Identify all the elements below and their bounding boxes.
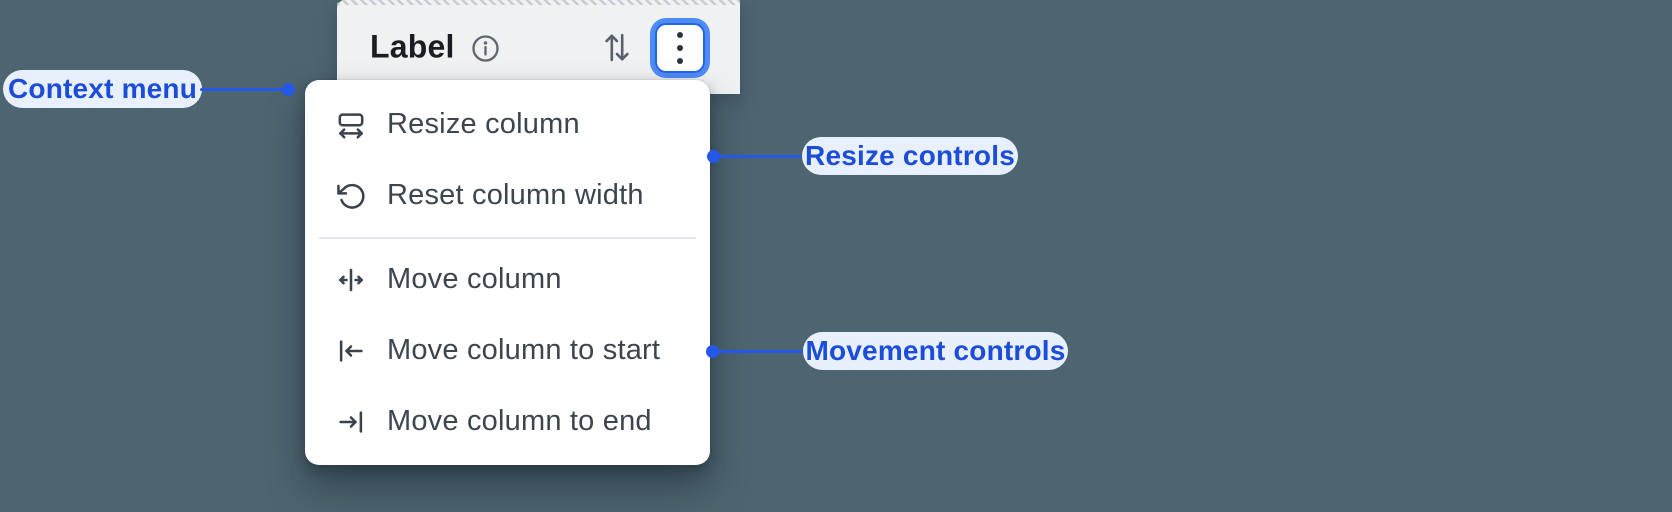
menu-item-label: Reset column width [387, 179, 644, 211]
annotation-line-movement-controls [711, 350, 805, 353]
more-options-button[interactable] [655, 23, 705, 73]
annotation-line-resize-controls [712, 155, 804, 158]
annotation-context-menu: Context menu [3, 70, 202, 108]
crop-hatch-pattern [337, 0, 740, 5]
menu-item-resize-column[interactable]: Resize column [305, 89, 710, 160]
info-icon[interactable] [470, 33, 501, 64]
menu-divider [319, 236, 696, 239]
annotation-dot-context-menu [282, 83, 295, 96]
menu-item-label: Move column [387, 263, 562, 295]
column-header-label: Label [370, 28, 455, 65]
reset-column-width-icon [335, 180, 367, 212]
move-column-to-start-icon [335, 335, 367, 367]
context-menu: Resize column Reset column width Move co… [305, 80, 710, 465]
annotation-line-context-menu [200, 88, 284, 91]
menu-item-label: Move column to start [387, 334, 661, 366]
menu-item-move-column[interactable]: Move column [305, 244, 710, 315]
move-column-to-end-icon [335, 406, 367, 438]
kebab-dot [676, 31, 684, 39]
menu-item-move-column-to-end[interactable]: Move column to end [305, 386, 710, 457]
menu-item-reset-column-width[interactable]: Reset column width [305, 160, 710, 231]
kebab-dot [676, 57, 684, 65]
move-column-icon [335, 264, 367, 296]
menu-item-move-column-to-start[interactable]: Move column to start [305, 315, 710, 386]
annotation-movement-controls: Movement controls [803, 332, 1068, 370]
annotation-resize-controls: Resize controls [802, 137, 1018, 175]
menu-item-label: Resize column [387, 108, 580, 140]
column-header: Label [337, 0, 740, 94]
resize-column-icon [335, 109, 367, 141]
sort-icon[interactable] [604, 30, 630, 65]
menu-item-label: Move column to end [387, 405, 652, 437]
kebab-dot [676, 44, 684, 52]
